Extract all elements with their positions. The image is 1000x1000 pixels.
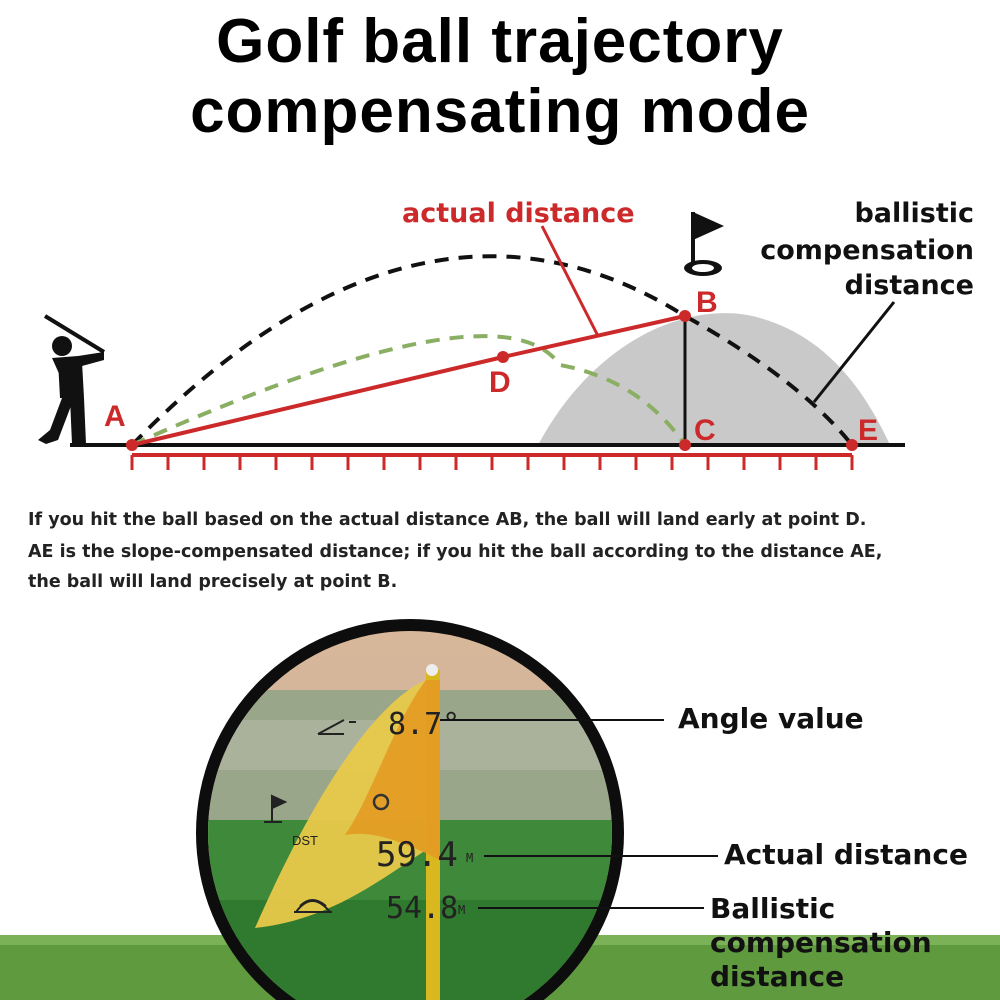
ballistic-callout-line-3: distance <box>710 960 845 993</box>
actual-trajectory <box>131 334 687 447</box>
description-line-2: AE is the slope-compensated distance; if… <box>28 542 883 562</box>
point-b-label: B <box>696 286 718 319</box>
actual-distance-callout: Actual distance <box>724 838 968 871</box>
point-e-dot <box>846 439 858 451</box>
angle-readout: 8.7° <box>388 707 460 742</box>
point-a-dot <box>126 439 138 451</box>
ballistic-callout-line-1: Ballistic <box>710 892 836 925</box>
ballistic-trajectory <box>130 254 854 447</box>
ballistic-distance-readout: 54.8 <box>386 891 458 926</box>
ruler-ticks <box>130 453 854 470</box>
actual-distance-label: actual distance <box>402 198 635 229</box>
point-d-label: D <box>489 366 511 399</box>
ballistic-distance-unit: M <box>458 903 465 917</box>
point-c-dot <box>679 439 691 451</box>
description-line-1: If you hit the ball based on the actual … <box>28 510 867 530</box>
flag-hole-icon <box>684 212 724 276</box>
point-d-dot <box>497 351 509 363</box>
golfer-icon <box>38 314 106 444</box>
ballistic-label-line-3: distance <box>845 270 974 301</box>
slope-arc-icon <box>294 899 332 913</box>
description-line-3: the ball will land precisely at point B. <box>28 572 398 592</box>
title-line-1: Golf ball trajectory <box>216 7 784 76</box>
ballistic-callout-line-2: compensation <box>710 926 932 959</box>
ballistic-label-line-2: compensation <box>760 235 974 266</box>
flag-icon <box>264 794 288 823</box>
point-e-label: E <box>858 414 878 447</box>
actual-distance-unit: M <box>466 851 473 865</box>
trajectory-diagram: A D B C E actual distance ballistic comp… <box>38 198 974 470</box>
point-a-label: A <box>104 400 126 433</box>
angle-icon <box>317 719 356 735</box>
dst-label: DST <box>292 833 318 848</box>
ballistic-pointer <box>812 301 896 403</box>
angle-value-callout: Angle value <box>678 702 864 735</box>
ballistic-label-line-1: ballistic <box>854 198 974 229</box>
actual-distance-readout: 59.4 <box>376 835 458 875</box>
ballistic-distance-callout: Ballistic compensation distance <box>710 892 932 994</box>
point-c-label: C <box>694 414 716 447</box>
rangefinder-view: 8.7° DST 59.4 M 54.8 M <box>0 619 1000 1000</box>
actual-distance-pointer <box>540 225 600 337</box>
hill-shape <box>538 313 890 445</box>
point-b-dot <box>679 310 691 322</box>
title-line-2: compensating mode <box>190 77 810 146</box>
